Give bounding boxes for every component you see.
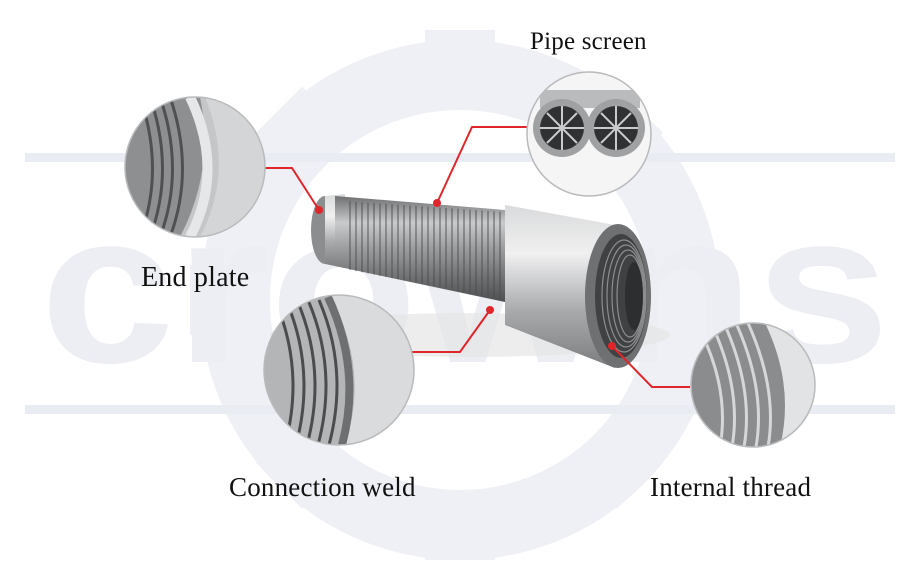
pipe-coupling [505, 205, 651, 368]
callout-pipe-screen: Pipe screen [530, 28, 647, 55]
callout-connection-weld: Connection weld [229, 472, 416, 502]
leader-internal-thread [611, 345, 690, 388]
watermark-band-bottom [25, 405, 895, 414]
zoom-pipe-screen [526, 71, 652, 197]
callout-internal-thread: Internal thread [650, 472, 812, 502]
callout-end-plate: End plate [141, 262, 250, 293]
zoom-end-plate [124, 96, 266, 238]
zoom-internal-thread [690, 322, 816, 448]
leader-connection-weld [412, 309, 491, 353]
zoom-connection-weld [263, 294, 415, 446]
leader-points [315, 199, 616, 350]
pipe-screen-section [335, 196, 505, 302]
watermark-band-top [25, 153, 895, 162]
leader-end-plate [265, 167, 320, 211]
leader-lines [265, 126, 690, 388]
leader-pipe-screen [436, 126, 530, 204]
